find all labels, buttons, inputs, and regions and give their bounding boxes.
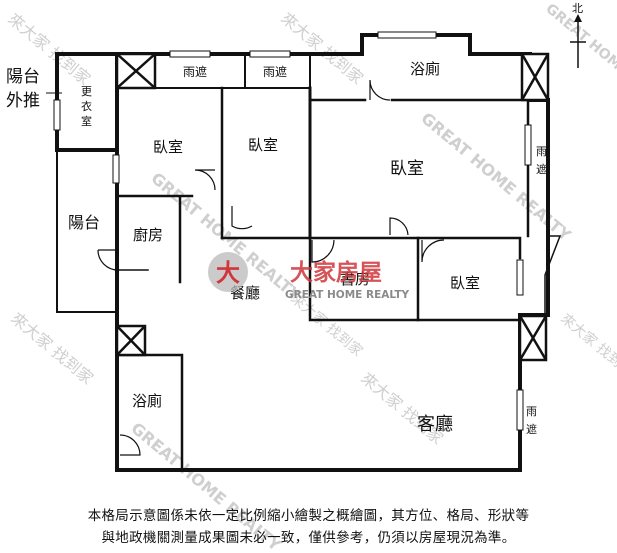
logo-mark-circle	[208, 252, 248, 292]
watermark-en: GREAT HOME REALTY	[417, 109, 574, 245]
label-dressing-3: 室	[81, 114, 92, 128]
compass: 北	[570, 2, 586, 68]
shaft-top-right	[520, 52, 550, 102]
shaft-right-mid	[518, 314, 548, 362]
label-bath-bottom: 浴廁	[132, 392, 162, 410]
label-bath-top: 浴廁	[410, 60, 440, 78]
room-labels: 陽台 外推 更 衣 室 雨遮 雨遮 浴廁 臥室 臥室 臥室 雨 遮 陽台 廚房 …	[6, 60, 547, 436]
label-study: 書房	[340, 270, 370, 288]
watermark-text: 來大家 找到家	[357, 369, 447, 449]
label-rain-shade-rt-1: 雨	[536, 145, 547, 158]
brand-logo: 大 大家房屋 GREAT HOME REALTY	[208, 252, 409, 301]
label-bedroom-left: 臥室	[153, 138, 183, 156]
label-bedroom-master: 臥室	[390, 159, 424, 179]
label-kitchen: 廚房	[133, 226, 163, 244]
label-dressing-1: 更	[81, 85, 92, 98]
label-rain-shade-rt-2: 遮	[536, 162, 547, 176]
shaft-top-left	[115, 52, 157, 90]
label-bedroom-mid: 臥室	[248, 136, 278, 154]
label-rain-shade-rb-2: 遮	[526, 422, 537, 436]
shaft-bath	[115, 324, 147, 357]
disclaimer-line-1: 本格局示意圖係未依一定比例縮小繪製之概繪圖，其方位、格局、形狀等	[87, 508, 530, 524]
windows	[53, 31, 532, 431]
watermark-text: 來大家 找到家	[557, 310, 617, 380]
logo-mark-glyph: 大	[216, 259, 240, 287]
label-rain-shade-2: 雨遮	[263, 64, 287, 79]
label-balcony-outer-1: 陽台	[6, 67, 40, 87]
label-bedroom-small: 臥室	[450, 274, 480, 292]
watermark-text: 來大家 找到家	[7, 309, 97, 389]
doors	[97, 79, 445, 456]
shaft-symbols	[115, 52, 550, 362]
disclaimer-line-2: 與地政機關測量成果圖未必一致，僅供參考，仍須以房屋現況為準。	[101, 530, 516, 546]
logo-subtitle: GREAT HOME REALTY	[285, 289, 409, 301]
label-rain-shade-1: 雨遮	[183, 64, 207, 79]
watermark-text: 來大家 找到家	[277, 9, 367, 89]
label-living: 客廳	[417, 414, 453, 435]
label-dressing-2: 衣	[81, 99, 92, 113]
compass-north-label: 北	[572, 2, 583, 15]
label-rain-shade-rb-1: 雨	[526, 405, 537, 418]
label-balcony-outer-2: 外推	[6, 91, 40, 111]
logo-name: 大家房屋	[290, 259, 382, 286]
label-balcony: 陽台	[68, 213, 100, 232]
disclaimer: 本格局示意圖係未依一定比例縮小繪製之概繪圖，其方位、格局、形狀等 與地政機關測量…	[0, 505, 617, 549]
